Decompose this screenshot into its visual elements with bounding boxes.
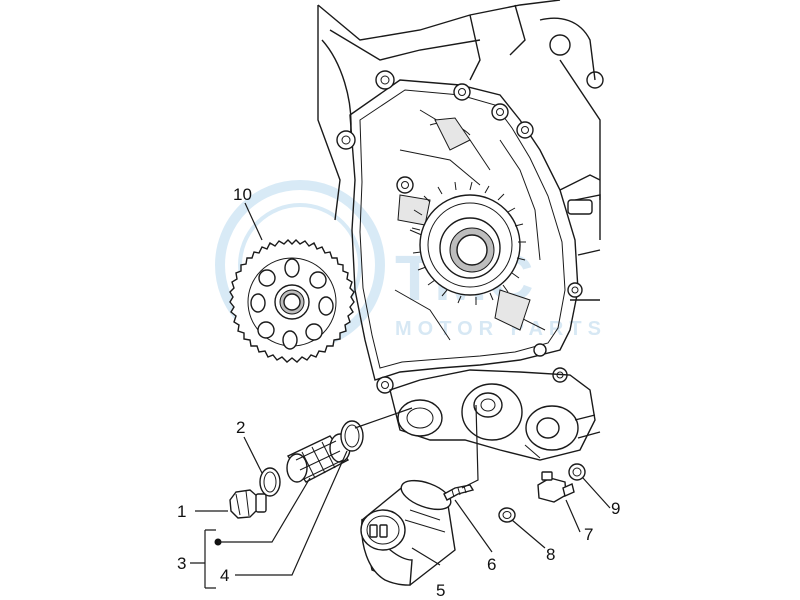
callout-7: 7 [584, 525, 593, 544]
leader-lines [190, 202, 611, 589]
callout-labels: 1 2 3 4 5 6 7 8 9 10 [177, 185, 620, 600]
callout-5: 5 [436, 581, 445, 600]
sealing-washer [498, 507, 516, 523]
callout-10: 10 [233, 185, 252, 204]
crankcase-housing [317, 0, 604, 461]
oil-pressure-switch [537, 471, 575, 503]
starter-gear [229, 239, 355, 363]
oil-filter-cartridge [360, 479, 456, 586]
drain-o-ring [259, 467, 281, 497]
seal-ring [568, 463, 586, 481]
callout-9: 9 [611, 499, 620, 518]
mesh-strainer [286, 433, 351, 483]
strainer-o-ring [340, 420, 364, 452]
callout-2: 2 [236, 418, 245, 437]
callout-3: 3 [177, 554, 186, 573]
callout-1: 1 [177, 502, 186, 521]
callout-4: 4 [220, 566, 229, 585]
filter-stud [443, 484, 475, 501]
callout-8: 8 [546, 545, 555, 564]
callout-6: 6 [487, 555, 496, 574]
drain-plug [229, 489, 267, 519]
